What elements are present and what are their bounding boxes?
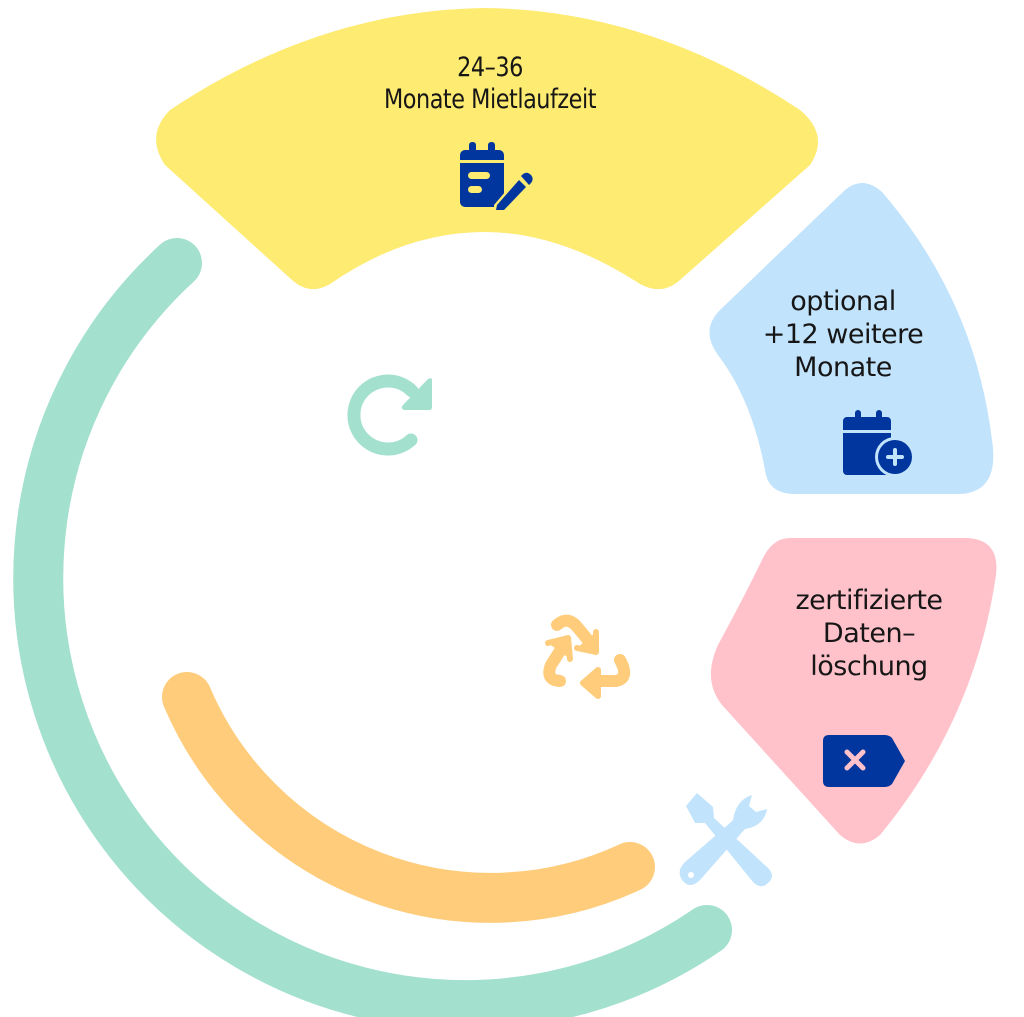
calendar-plus-icon bbox=[843, 410, 915, 477]
stage-shape-extension bbox=[709, 182, 994, 494]
refresh-icon bbox=[347, 374, 432, 456]
stage-label-line: optional bbox=[790, 286, 896, 317]
stage-shape-rental-term bbox=[156, 8, 819, 290]
stage-label-line: zertifizierte bbox=[795, 585, 943, 616]
stage-label-line: Monate Mietlaufzeit bbox=[383, 84, 597, 115]
calendar-edit-icon bbox=[460, 142, 533, 212]
stage-label-rental-term: 24–36 Monate Mietlaufzeit bbox=[290, 52, 690, 116]
outer-cycle-arc bbox=[13, 238, 732, 1017]
recycle-icon bbox=[543, 614, 631, 699]
stage-label-line: löschung bbox=[810, 651, 928, 682]
stage-label-data-deletion: zertifizierte Daten– löschung bbox=[738, 584, 1000, 683]
stage-label-line: Monate bbox=[794, 352, 892, 383]
tag-x-icon bbox=[823, 735, 905, 787]
stage-shape-data-deletion bbox=[710, 538, 997, 844]
inner-recycle-arc bbox=[162, 672, 655, 923]
stage-label-line: Daten– bbox=[822, 618, 916, 649]
tools-icon bbox=[679, 793, 772, 887]
stage-label-line: +12 weitere bbox=[762, 319, 924, 350]
stage-label-extension: optional +12 weitere Monate bbox=[713, 285, 973, 384]
stage-label-line: 24–36 bbox=[457, 52, 523, 83]
